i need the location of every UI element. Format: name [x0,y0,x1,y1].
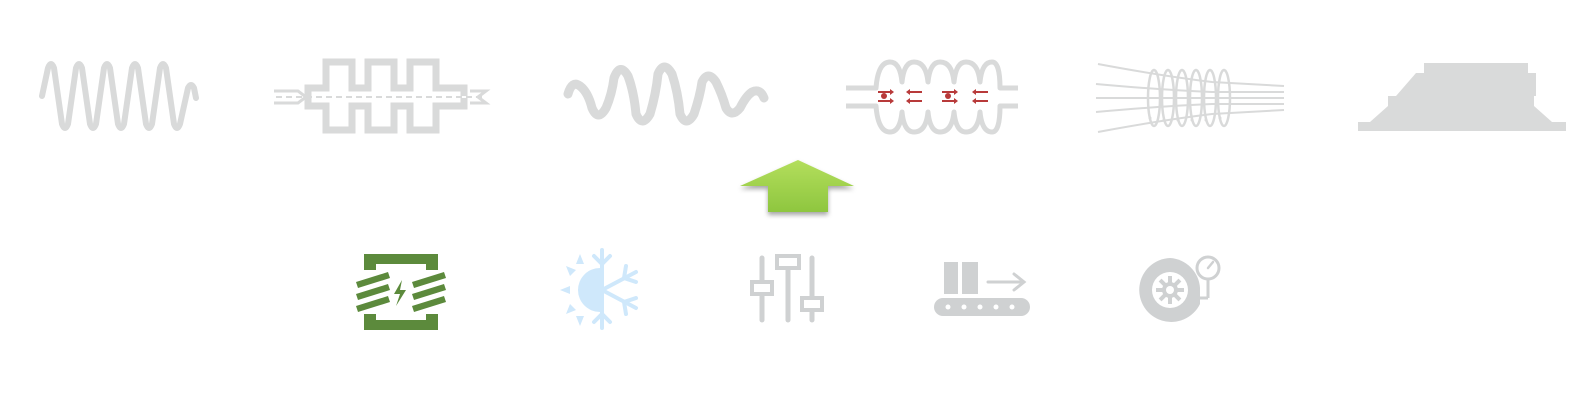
wave-spring-icon[interactable] [562,58,772,132]
heat-cool-icon[interactable] [554,246,646,332]
stepped-base-icon[interactable] [1356,60,1568,134]
blower-gauge-icon[interactable] [1134,254,1226,326]
bellows-flow-icon[interactable] [842,58,1024,136]
adjust-sliders-icon[interactable] [748,252,828,326]
up-arrow-icon [734,156,862,222]
sinuous-coil-icon[interactable] [38,58,200,136]
conveyor-icon[interactable] [932,258,1032,320]
heating-element-icon[interactable] [352,252,448,332]
helical-coil-field-icon[interactable] [1092,58,1288,136]
serpentine-channel-icon[interactable] [272,58,492,136]
